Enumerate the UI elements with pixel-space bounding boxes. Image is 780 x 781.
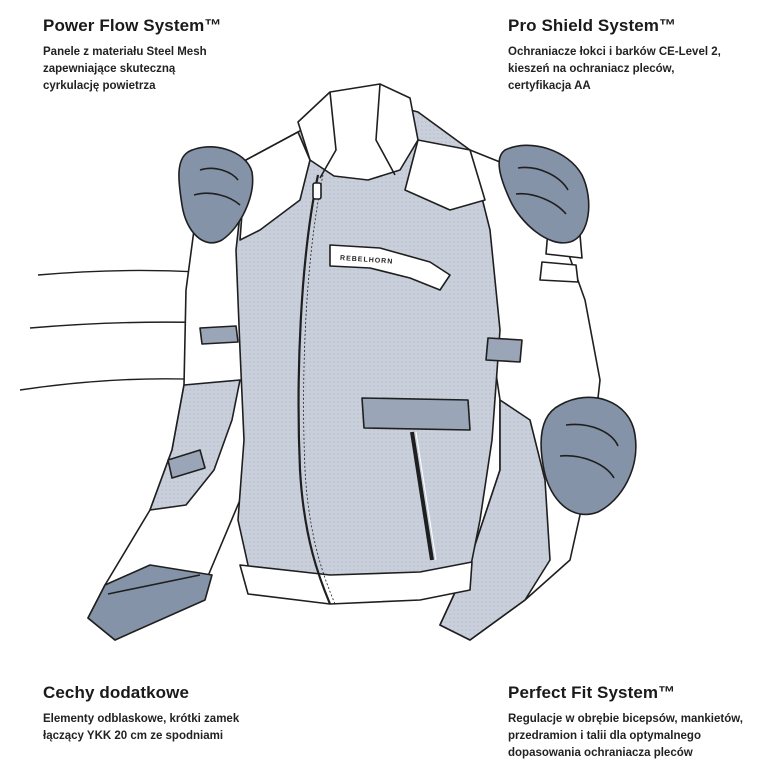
feature-power-flow: Power Flow System™ Panele z materiału St… [43,16,221,95]
shoulder-protector-right [498,144,590,244]
feature-description: Regulacje w obrębie bicepsów, mankietów,… [508,713,743,759]
svg-text:REBELHORN: REBELHORN [340,255,394,266]
feature-title: Perfect Fit System™ [508,683,676,702]
feature-description: Panele z materiału Steel Mesh zapewniają… [43,46,207,92]
feature-title: Power Flow System™ [43,16,222,35]
feature-additional: Cechy dodatkowe Elementy odblaskowe, kró… [43,683,239,745]
feature-title: Pro Shield System™ [508,16,677,35]
brand-label: REBELHORN [340,255,394,266]
elbow-protector-right [540,396,637,516]
feature-perfect-fit: Perfect Fit System™ Regulacje w obrębie … [508,683,743,762]
feature-description: Ochraniacze łokci i barków CE-Level 2, k… [508,46,721,92]
jacket-torso [167,83,523,605]
left-sleeve [87,164,263,641]
feature-pro-shield: Pro Shield System™ Ochraniacze łokci i b… [508,16,721,95]
shoulder-protector-left [178,146,254,244]
feature-description: Elementy odblaskowe, krótki zamek łącząc… [43,713,240,742]
feature-title: Cechy dodatkowe [43,683,190,702]
